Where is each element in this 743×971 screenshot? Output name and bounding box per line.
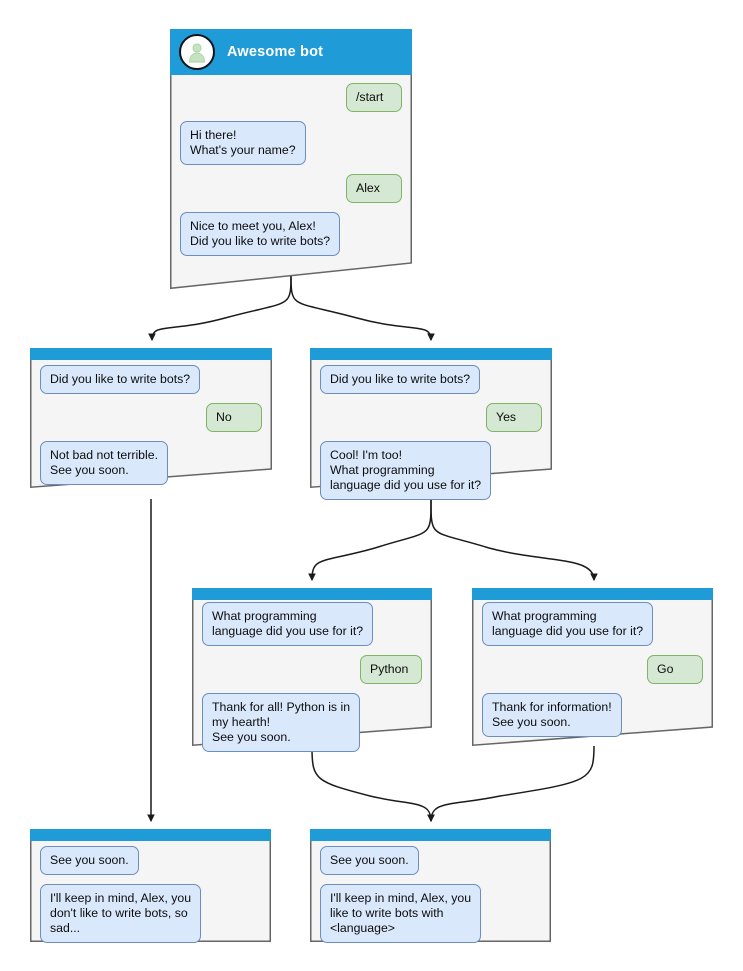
card-header-root: Awesome bot bbox=[170, 29, 412, 75]
user-message-bubble[interactable]: Yes bbox=[486, 403, 542, 432]
card-header-yes-branch bbox=[310, 348, 552, 360]
card-header-go-branch bbox=[472, 588, 713, 600]
message-row: Not bad not terrible. See you soon. bbox=[40, 441, 262, 485]
bot-message-bubble[interactable]: See you soon. bbox=[320, 846, 419, 875]
chat-card-go-branch[interactable]: What programming language did you use fo… bbox=[472, 588, 713, 747]
bot-message-bubble[interactable]: What programming language did you use fo… bbox=[202, 602, 374, 646]
message-row: Did you like to write bots? bbox=[40, 365, 262, 394]
message-row: Hi there! What's your name? bbox=[180, 121, 402, 165]
bot-message-bubble[interactable]: Hi there! What's your name? bbox=[180, 121, 306, 165]
person-avatar-icon bbox=[179, 34, 215, 70]
message-row: Cool! I'm too! What programming language… bbox=[320, 441, 542, 500]
bot-message-bubble[interactable]: Not bad not terrible. See you soon. bbox=[40, 441, 169, 485]
chat-card-root[interactable]: Awesome bot /start Hi there! What's your… bbox=[170, 29, 412, 290]
message-list-no-branch: Did you like to write bots? No Not bad n… bbox=[30, 365, 272, 494]
message-list-end-sad: See you soon. I'll keep in mind, Alex, y… bbox=[30, 846, 271, 952]
user-message-bubble[interactable]: Go bbox=[647, 655, 703, 684]
message-row: Thank for all! Python is in my hearth! S… bbox=[202, 693, 422, 752]
message-row: Thank for information! See you soon. bbox=[482, 693, 703, 737]
connector-go-to-end-happy bbox=[427, 745, 595, 823]
card-header-python-branch bbox=[192, 588, 432, 600]
card-header-end-sad bbox=[30, 829, 271, 841]
message-row: Alex bbox=[180, 174, 402, 203]
message-row: I'll keep in mind, Alex, you like to wri… bbox=[320, 884, 541, 943]
message-row: No bbox=[40, 403, 262, 432]
card-header-no-branch bbox=[30, 348, 272, 360]
message-row: What programming language did you use fo… bbox=[482, 602, 703, 646]
chat-card-no-branch[interactable]: Did you like to write bots? No Not bad n… bbox=[30, 348, 272, 489]
message-row: Python bbox=[202, 655, 422, 684]
message-row: See you soon. bbox=[40, 846, 261, 875]
chat-card-end-sad[interactable]: See you soon. I'll keep in mind, Alex, y… bbox=[30, 829, 271, 943]
bot-message-bubble[interactable]: I'll keep in mind, Alex, you like to wri… bbox=[320, 884, 482, 943]
bot-message-bubble[interactable]: What programming language did you use fo… bbox=[482, 602, 654, 646]
message-row: Nice to meet you, Alex! Did you like to … bbox=[180, 212, 402, 256]
message-row: Go bbox=[482, 655, 703, 684]
bot-message-bubble[interactable]: Did you like to write bots? bbox=[40, 365, 201, 394]
user-message-bubble[interactable]: /start bbox=[346, 83, 402, 112]
chat-card-python-branch[interactable]: What programming language did you use fo… bbox=[192, 588, 432, 752]
message-list-end-happy: See you soon. I'll keep in mind, Alex, y… bbox=[310, 846, 551, 952]
message-row: Yes bbox=[320, 403, 542, 432]
chat-card-yes-branch[interactable]: Did you like to write bots? Yes Cool! I'… bbox=[310, 348, 552, 500]
message-row: See you soon. bbox=[320, 846, 541, 875]
bot-message-bubble[interactable]: Thank for information! See you soon. bbox=[482, 693, 622, 737]
bot-message-bubble[interactable]: Cool! I'm too! What programming language… bbox=[320, 441, 492, 500]
message-list-root: /start Hi there! What's your name? Alex … bbox=[170, 83, 412, 265]
user-message-bubble[interactable]: No bbox=[206, 403, 262, 432]
message-row: What programming language did you use fo… bbox=[202, 602, 422, 646]
connector-yes-to-go bbox=[430, 499, 598, 582]
message-list-python-branch: What programming language did you use fo… bbox=[192, 602, 432, 761]
message-row: /start bbox=[180, 83, 402, 112]
bot-message-bubble[interactable]: I'll keep in mind, Alex, you don't like … bbox=[40, 884, 202, 943]
card-header-end-happy bbox=[310, 829, 551, 841]
chat-card-end-happy[interactable]: See you soon. I'll keep in mind, Alex, y… bbox=[310, 829, 551, 943]
bot-message-bubble[interactable]: Thank for all! Python is in my hearth! S… bbox=[202, 693, 361, 752]
message-row: I'll keep in mind, Alex, you don't like … bbox=[40, 884, 261, 943]
message-row: Did you like to write bots? bbox=[320, 365, 542, 394]
bot-message-bubble[interactable]: See you soon. bbox=[40, 846, 139, 875]
message-list-go-branch: What programming language did you use fo… bbox=[472, 602, 713, 746]
bot-message-bubble[interactable]: Did you like to write bots? bbox=[320, 365, 481, 394]
user-message-bubble[interactable]: Python bbox=[360, 655, 422, 684]
connector-yes-to-python bbox=[308, 499, 432, 582]
bot-name-label: Awesome bot bbox=[227, 44, 324, 60]
message-list-yes-branch: Did you like to write bots? Yes Cool! I'… bbox=[310, 365, 552, 509]
user-message-bubble[interactable]: Alex bbox=[346, 174, 402, 203]
bot-message-bubble[interactable]: Nice to meet you, Alex! Did you like to … bbox=[180, 212, 341, 256]
